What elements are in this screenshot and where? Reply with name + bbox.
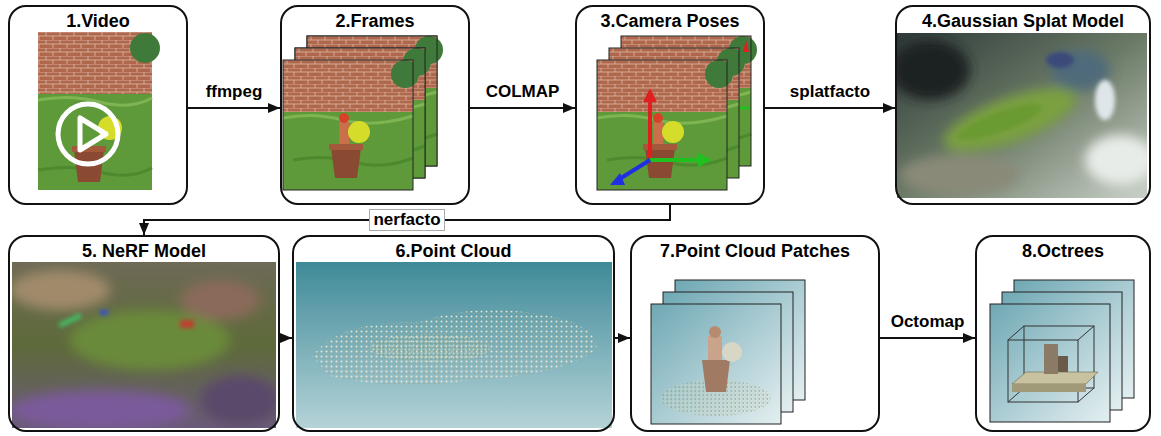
edge-label: nerfacto	[369, 209, 444, 231]
process-box: 8.Octrees	[975, 235, 1151, 432]
node-heading: 5. NeRF Model	[10, 237, 278, 262]
arrow-connector	[615, 337, 630, 339]
process-box: 1.Video	[8, 5, 188, 205]
node-heading: 1.Video	[10, 7, 186, 32]
edge-label: ffmpeg	[206, 82, 263, 102]
process-box: 2.Frames	[280, 5, 470, 205]
process-box: 5. NeRF Model	[8, 235, 280, 432]
process-box: 3.Camera Poses	[575, 5, 765, 205]
edge-label: splatfacto	[790, 82, 870, 102]
node-heading: 8.Octrees	[977, 237, 1149, 262]
node-heading: 6.Point Cloud	[294, 237, 613, 262]
process-box: 4.Gaussian Splat Model	[895, 5, 1151, 205]
arrow-connector	[470, 107, 575, 109]
node-heading: 2.Frames	[282, 7, 468, 32]
arrow-connector	[880, 337, 975, 339]
process-box: 6.Point Cloud	[292, 235, 615, 432]
node-heading: 4.Gaussian Splat Model	[897, 7, 1149, 32]
edge-label: Octomap	[891, 312, 965, 332]
node-heading: 3.Camera Poses	[577, 7, 763, 32]
process-box: 7.Point Cloud Patches	[630, 235, 880, 432]
arrow-connector	[144, 205, 670, 235]
arrow-connector	[280, 337, 292, 339]
arrow-connector	[765, 107, 895, 109]
arrow-connector	[188, 107, 280, 109]
edge-label: COLMAP	[486, 82, 560, 102]
node-heading: 7.Point Cloud Patches	[632, 237, 878, 262]
